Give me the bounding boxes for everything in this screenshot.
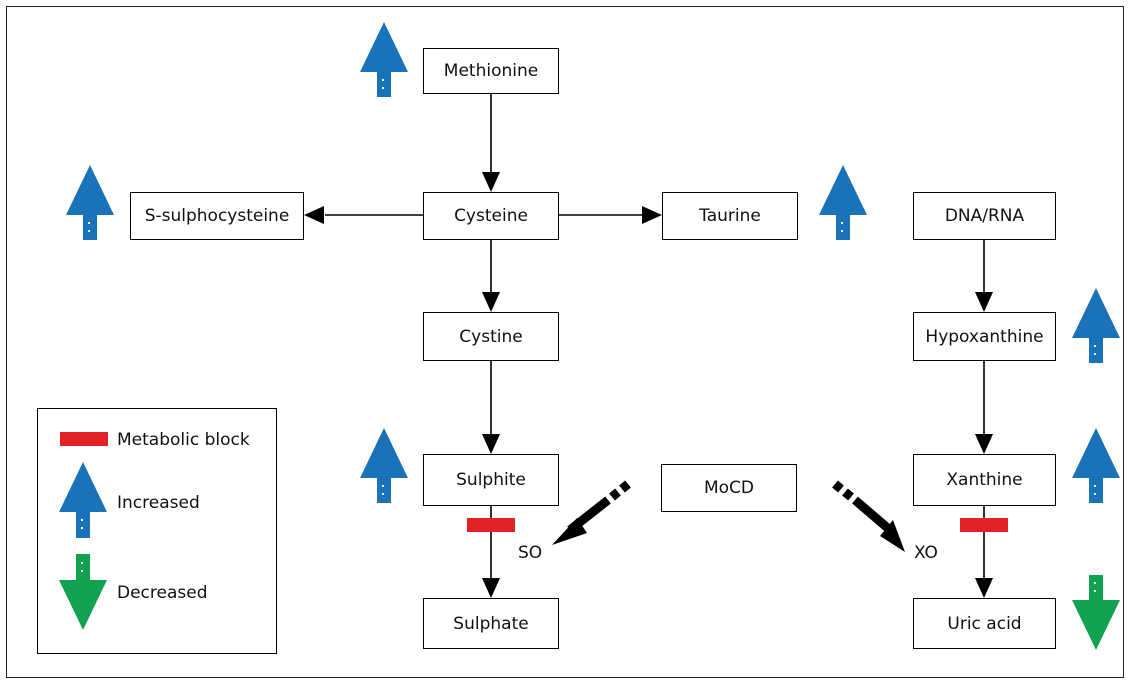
legend-up-arrow-icon bbox=[59, 462, 107, 538]
arrowhead-icon bbox=[482, 172, 500, 192]
arrowhead-icon bbox=[482, 292, 500, 312]
down-arrow-icon bbox=[1072, 575, 1120, 650]
mocd-xo-arrow-icon bbox=[832, 480, 905, 552]
node-methionine: Methionine bbox=[423, 48, 559, 94]
up-arrow-icon bbox=[360, 428, 408, 503]
up-arrow-icon bbox=[66, 165, 114, 240]
enzyme-so-label: SO bbox=[518, 543, 543, 563]
node-hypoxanthine: Hypoxanthine bbox=[913, 312, 1056, 361]
node-sulphate: Sulphate bbox=[423, 598, 559, 649]
node-s-sulphocysteine: S-sulphocysteine bbox=[130, 192, 304, 240]
arrowhead-icon bbox=[975, 434, 993, 454]
arrowhead-icon bbox=[304, 206, 324, 224]
arrowhead-icon bbox=[642, 206, 662, 224]
node-xanthine: Xanthine bbox=[913, 454, 1056, 506]
legend-block-icon bbox=[60, 432, 108, 446]
legend-block-label: Metabolic block bbox=[117, 430, 250, 450]
diagram-frame bbox=[6, 6, 1124, 678]
node-sulphite: Sulphite bbox=[423, 454, 559, 506]
up-arrow-icon bbox=[360, 22, 408, 97]
legend-down-arrow-icon bbox=[59, 554, 107, 630]
enzyme-xo-label: XO bbox=[914, 543, 938, 563]
up-arrow-icon bbox=[1072, 428, 1120, 503]
legend-increased-label: Increased bbox=[117, 493, 200, 513]
arrowhead-icon bbox=[975, 292, 993, 312]
node-dna-rna: DNA/RNA bbox=[913, 192, 1056, 240]
node-mocd: MoCD bbox=[661, 464, 797, 512]
node-cystine: Cystine bbox=[423, 312, 559, 361]
legend-decreased-label: Decreased bbox=[117, 583, 208, 603]
up-arrow-icon bbox=[819, 165, 867, 240]
metabolic-block-icon bbox=[467, 518, 515, 532]
up-arrow-icon bbox=[1072, 288, 1120, 363]
arrowhead-icon bbox=[482, 578, 500, 598]
node-taurine: Taurine bbox=[662, 192, 798, 240]
arrowhead-icon bbox=[975, 578, 993, 598]
arrowhead-icon bbox=[482, 434, 500, 454]
mocd-so-arrow-icon bbox=[552, 480, 631, 545]
node-cysteine: Cysteine bbox=[423, 192, 559, 240]
legend-box bbox=[37, 408, 277, 654]
metabolic-block-icon bbox=[960, 518, 1008, 532]
node-uric-acid: Uric acid bbox=[913, 598, 1056, 649]
